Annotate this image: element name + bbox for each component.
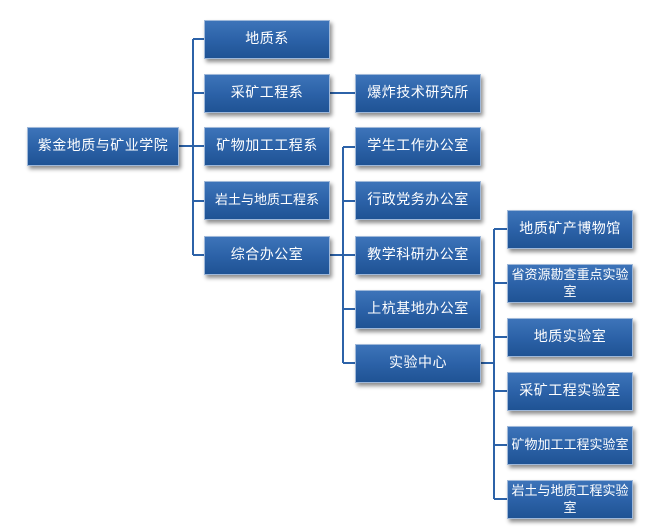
root-node: 紫金地质与矿业学院 xyxy=(27,127,179,166)
student-affairs-office-label: 学生工作办公室 xyxy=(367,138,469,154)
geology-mineral-museum-label: 地质矿产博物馆 xyxy=(519,221,621,237)
general-office: 综合办公室 xyxy=(204,236,330,275)
mineral-processing-lab-label: 矿物加工工程实验室 xyxy=(511,438,629,453)
mineral-processing-lab: 矿物加工工程实验室 xyxy=(507,426,633,465)
dept-mining-label: 采矿工程系 xyxy=(230,85,304,101)
teaching-research-office-label: 教学科研办公室 xyxy=(367,247,469,263)
provincial-key-lab: 省资源勘查重点实验室 xyxy=(507,264,633,303)
admin-party-office: 行政党务办公室 xyxy=(355,181,481,220)
dept-mineral-processing-label: 矿物加工工程系 xyxy=(216,138,318,154)
mining-engineering-lab-label: 采矿工程实验室 xyxy=(519,383,621,399)
geotech-engineering-lab: 岩土与地质工程实验室 xyxy=(507,480,633,519)
geology-mineral-museum: 地质矿产博物馆 xyxy=(507,210,633,249)
admin-party-office-label: 行政党务办公室 xyxy=(367,192,469,208)
general-office-label: 综合办公室 xyxy=(230,247,304,263)
dept-geology: 地质系 xyxy=(204,20,330,59)
geology-lab: 地质实验室 xyxy=(507,318,633,357)
dept-geotech-label: 岩土与地质工程系 xyxy=(214,193,319,208)
dept-geotech: 岩土与地质工程系 xyxy=(204,181,330,220)
teaching-research-office: 教学科研办公室 xyxy=(355,236,481,275)
lab-center: 实验中心 xyxy=(355,344,481,383)
dept-mining: 采矿工程系 xyxy=(204,74,330,113)
geotech-engineering-lab-label: 岩土与地质工程实验室 xyxy=(511,483,629,516)
dept-mineral-processing: 矿物加工工程系 xyxy=(204,127,330,166)
student-affairs-office: 学生工作办公室 xyxy=(355,127,481,166)
blasting-institute-label: 爆炸技术研究所 xyxy=(367,85,469,101)
mining-engineering-lab: 采矿工程实验室 xyxy=(507,372,633,411)
root-label: 紫金地质与矿业学院 xyxy=(37,138,169,154)
dept-geology-label: 地质系 xyxy=(245,31,289,47)
shanghang-base-office-label: 上杭基地办公室 xyxy=(367,301,469,317)
blasting-institute: 爆炸技术研究所 xyxy=(355,74,481,113)
shanghang-base-office: 上杭基地办公室 xyxy=(355,290,481,329)
provincial-key-lab-label: 省资源勘查重点实验室 xyxy=(511,267,629,300)
geology-lab-label: 地质实验室 xyxy=(533,329,607,345)
lab-center-label: 实验中心 xyxy=(389,355,447,371)
